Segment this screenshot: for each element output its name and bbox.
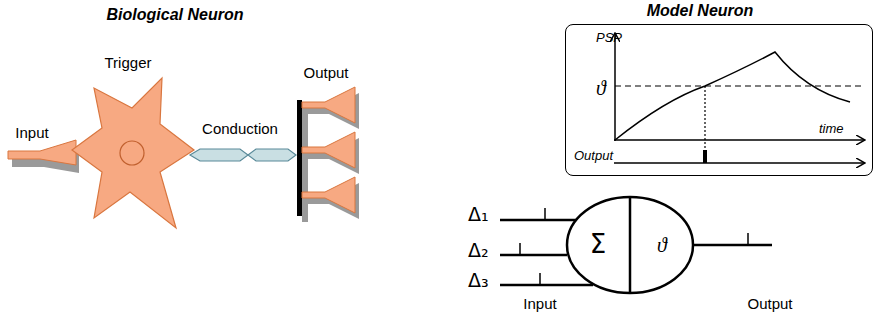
panel-title: Model Neuron: [647, 2, 754, 20]
input-name: Δ₁: [468, 204, 489, 226]
model-neuron: Σϑ: [565, 195, 695, 295]
threshold-symbol: ϑ: [657, 234, 667, 257]
sum-symbol: Σ: [590, 230, 606, 260]
part-name: Trigger: [105, 54, 152, 71]
part-name: Conduction: [202, 120, 278, 137]
axis-label: Output: [574, 149, 613, 164]
axon: [190, 149, 296, 161]
axon-terminal: [302, 87, 355, 213]
part-name: Input: [523, 295, 556, 312]
panel-title: Biological Neuron: [107, 6, 244, 24]
ellipse-outline: [565, 195, 695, 295]
dendrite: [8, 140, 76, 165]
input-name: Δ₃: [468, 270, 489, 292]
input-name: Δ₂: [468, 240, 489, 262]
part-name: Output: [747, 295, 792, 312]
part-name: Input: [15, 124, 48, 141]
threshold-label: ϑ: [596, 77, 606, 100]
axis-label: time: [819, 122, 844, 137]
soma: [72, 78, 194, 228]
nucleus: [120, 141, 144, 165]
axis-label: PSP: [596, 31, 622, 46]
psp-plot: [614, 34, 864, 163]
part-name: Output: [303, 64, 348, 81]
psp-inset-box: PSP ϑOutput time: [565, 24, 873, 176]
terminal-bar: [297, 100, 302, 216]
